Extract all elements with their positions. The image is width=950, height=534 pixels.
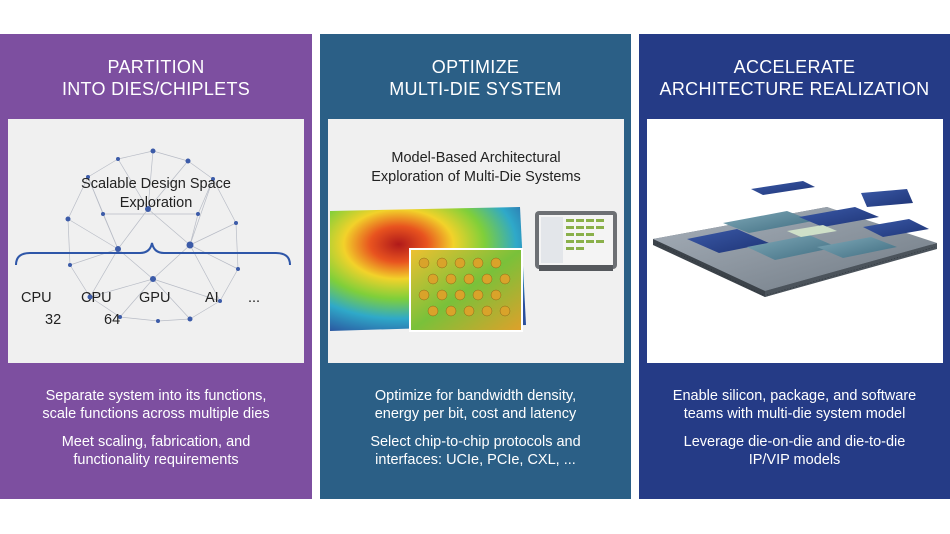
- panel-text-2-line1: Meet scaling, fabrication, and: [61, 434, 251, 450]
- panel-text-2-line2: interfaces: UCIe, PCIe, CXL, ...: [375, 452, 576, 468]
- panel-optimize: OPTIMIZE MULTI-DIE SYSTEM Model-Based Ar…: [320, 34, 631, 499]
- panel-text-1-line1: Enable silicon, package, and software: [672, 388, 917, 404]
- panel-text-2-line1: Select chip-to-chip protocols and: [370, 434, 581, 450]
- panel-text-1: Optimize for bandwidth density, energy p…: [320, 387, 631, 423]
- panel-text-1-line2: energy per bit, cost and latency: [374, 406, 577, 422]
- architectural-exploration-image: Model-Based Architectural Exploration of…: [328, 119, 624, 363]
- panel-text-1: Enable silicon, package, and software te…: [639, 387, 950, 423]
- panel-title: PARTITION INTO DIES/CHIPLETS: [0, 56, 312, 100]
- thermal-simulation-graphic: [330, 207, 617, 332]
- item-label-cpu-1: CPU: [21, 290, 52, 306]
- exploration-label-line2: Exploration of Multi-Die Systems: [371, 169, 581, 185]
- panel-text-2-line2: functionality requirements: [73, 452, 239, 468]
- panel-text-2: Leverage die-on-die and die-to-die IP/VI…: [639, 433, 950, 469]
- panel-title-line1: PARTITION: [107, 57, 205, 77]
- panel-title-line2: MULTI-DIE SYSTEM: [389, 79, 562, 99]
- item-label-cpu-2: CPU: [81, 290, 112, 306]
- design-space-label-line2: Exploration: [119, 195, 193, 211]
- panel-text-2: Select chip-to-chip protocols and interf…: [320, 433, 631, 469]
- panel-title: OPTIMIZE MULTI-DIE SYSTEM: [320, 56, 631, 100]
- panel-text-1: Separate system into its functions, scal…: [0, 387, 312, 423]
- item-subvalue-32: 32: [45, 312, 62, 328]
- panel-text-2-line2: IP/VIP models: [748, 452, 841, 468]
- panel-text-1-line1: Optimize for bandwidth density,: [374, 388, 577, 404]
- panel-text-2: Meet scaling, fabrication, and functiona…: [0, 433, 312, 469]
- item-label-ai: AI: [205, 290, 219, 306]
- design-space-label-line1: Scalable Design Space: [81, 176, 231, 192]
- panel-text-2-line1: Leverage die-on-die and die-to-die: [683, 434, 906, 450]
- package-3d-graphic: [653, 181, 937, 297]
- panel-title-line1: OPTIMIZE: [431, 57, 520, 77]
- panel-title-line2: ARCHITECTURE REALIZATION: [659, 79, 930, 99]
- multi-die-package-image: [647, 119, 943, 363]
- panel-title-line1: ACCELERATE: [733, 57, 856, 77]
- panel-title: ACCELERATE ARCHITECTURE REALIZATION: [639, 56, 950, 100]
- panel-text-1-line1: Separate system into its functions,: [45, 388, 267, 404]
- item-label-gpu: GPU: [139, 290, 171, 306]
- design-space-diagram: Scalable Design Space Exploration CPU CP…: [8, 119, 304, 363]
- panel-text-1-line2: teams with multi-die system model: [683, 406, 906, 422]
- item-subvalue-64: 64: [104, 312, 121, 328]
- brace-shape: [15, 242, 291, 266]
- panel-partition: PARTITION INTO DIES/CHIPLETS: [0, 34, 312, 499]
- panel-title-line2: INTO DIES/CHIPLETS: [61, 79, 251, 99]
- panel-text-1-line2: scale functions across multiple dies: [42, 406, 270, 422]
- panel-accelerate: ACCELERATE ARCHITECTURE REALIZATION: [639, 34, 950, 499]
- exploration-label-line1: Model-Based Architectural: [391, 150, 561, 166]
- item-label-more: ...: [248, 290, 261, 306]
- network-sphere-graphic: [15, 148, 291, 323]
